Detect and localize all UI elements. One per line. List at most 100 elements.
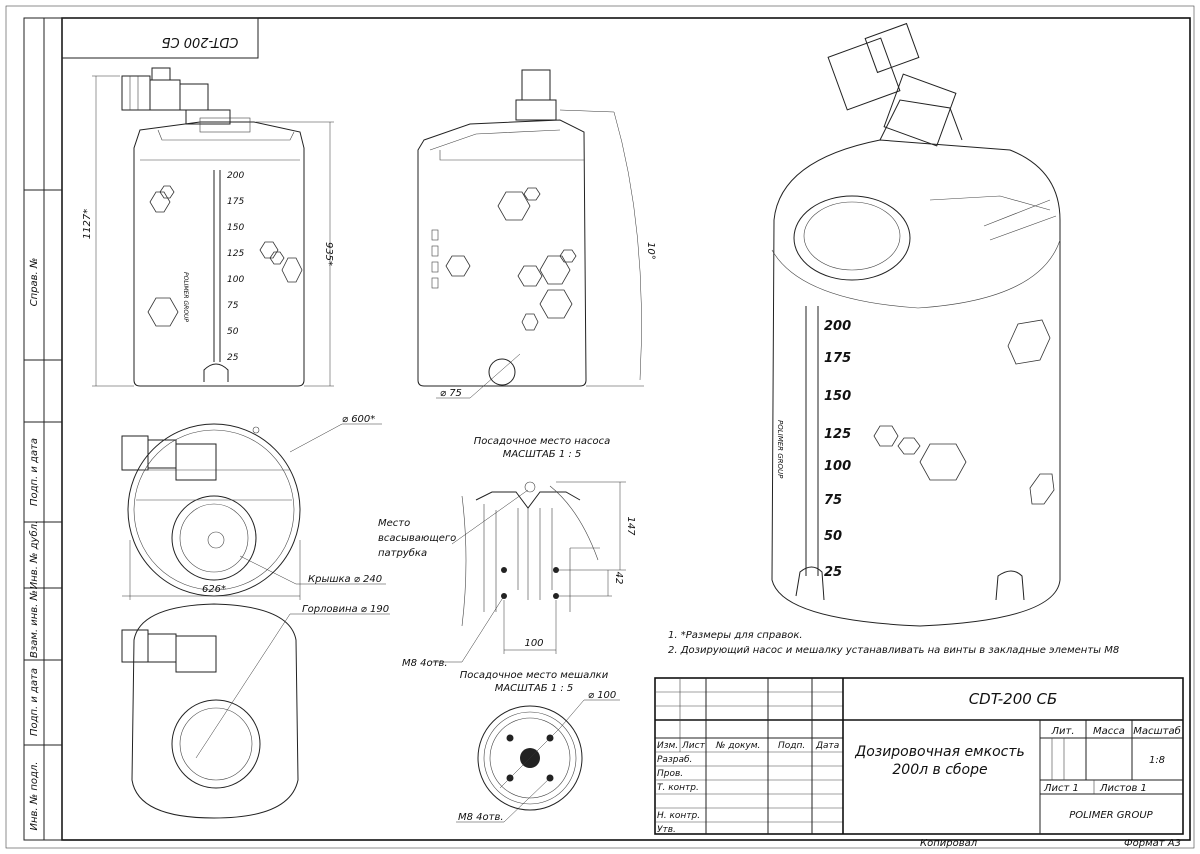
- hex-decor: [873, 425, 899, 447]
- title-block: CDT-200 СБ Дозировочная емкость 200л в с…: [654, 677, 1184, 835]
- tb-format: Формат А3: [1124, 838, 1181, 849]
- mixer-detail-scale: МАСШТАБ 1 : 5: [495, 683, 574, 694]
- tb-prov: Пров.: [657, 769, 683, 779]
- front-scale-100: 100: [227, 275, 244, 285]
- margin-sprav: Справ. №: [29, 258, 40, 307]
- hex-decor: [269, 251, 285, 265]
- front-scale-25: 25: [227, 353, 239, 363]
- dim-height-total: 1127*: [82, 209, 93, 239]
- dim-width-base: 626*: [202, 584, 226, 595]
- top-view-2: Горловина ⌀ 190: [121, 603, 390, 819]
- tb-copied: Копировал: [920, 838, 978, 849]
- stamp-top-left: CDT-200 СБ: [61, 17, 259, 59]
- front-scale-50: 50: [227, 327, 239, 337]
- note-1: 1. *Размеры для справок.: [668, 630, 803, 641]
- pump-detail-title: Посадочное место насоса: [474, 436, 610, 447]
- left-margin-strip: Справ. № Подп. и дата Инв. № дубл. Взам.…: [23, 17, 63, 841]
- hex-decor: [539, 255, 571, 285]
- suction-label-2: всасывающего: [378, 533, 456, 544]
- isometric-view: 200 175 150 125 100 75 50 25 POLIMER GRO…: [771, 22, 1061, 627]
- dim-pump-147: 147: [625, 516, 636, 536]
- front-scale-200: 200: [227, 171, 244, 181]
- hex-decor: [559, 249, 577, 263]
- suction-label-3: патрубка: [378, 547, 427, 559]
- stamp-top-text: CDT-200 СБ: [162, 34, 239, 49]
- hex-decor: [517, 265, 543, 287]
- tb-col-podp: Подп.: [778, 741, 805, 751]
- tb-col-list: Лист: [681, 741, 706, 751]
- iso-scale-175: 175: [824, 351, 851, 366]
- side-view: ⌀ 75 10°: [417, 69, 656, 399]
- front-scale-175: 175: [227, 197, 244, 207]
- mixer-diam: ⌀ 100: [588, 690, 616, 701]
- iso-scale-25: 25: [824, 565, 842, 580]
- pump-detail-scale: МАСШТАБ 1 : 5: [503, 449, 582, 460]
- hex-decor: [259, 241, 279, 259]
- margin-inv-dubl: Инв. № дубл.: [28, 521, 40, 589]
- mixer-bolts: М8 4отв.: [458, 812, 504, 823]
- hex-decor: [497, 191, 531, 221]
- iso-scale-150: 150: [824, 389, 851, 404]
- hex-decor: [523, 187, 541, 201]
- iso-brand: POLIMER GROUP: [776, 420, 784, 479]
- tb-sheets: Листов 1: [1099, 783, 1147, 794]
- tb-massa: Масса: [1093, 726, 1125, 737]
- margin-podp-data-2: Подп. и дата: [29, 668, 40, 736]
- front-scale-75: 75: [227, 301, 239, 311]
- hex-decor: [897, 437, 921, 455]
- dim-neck: Горловина ⌀ 190: [302, 604, 389, 615]
- hex-decor: [919, 443, 967, 481]
- dim-tank-diam: ⌀ 600*: [342, 414, 375, 425]
- dim-angle: 10°: [645, 242, 656, 260]
- dim-pump-100: 100: [524, 638, 543, 649]
- hex-decor: [281, 257, 303, 283]
- tb-col-izm: Изм.: [657, 741, 678, 751]
- front-scale-125: 125: [227, 249, 244, 259]
- front-brand: POLIMER GROUP: [182, 272, 189, 322]
- tb-masshtab: Масштаб: [1133, 725, 1181, 737]
- pump-bolts: М8 4отв.: [402, 658, 448, 669]
- iso-scale-50: 50: [824, 529, 842, 544]
- mixer-seat-detail: Посадочное место мешалки МАСШТАБ 1 : 5 ⌀…: [456, 670, 620, 823]
- hex-decor: [539, 289, 573, 319]
- tb-razrab: Разраб.: [657, 755, 692, 765]
- hex-decor: [1029, 473, 1055, 505]
- tb-t-kontr: Т. контр.: [657, 783, 699, 793]
- hex-decor: [445, 255, 471, 277]
- pump-seat-detail: Посадочное место насоса МАСШТАБ 1 : 5 14…: [378, 436, 636, 669]
- iso-scale-100: 100: [824, 459, 851, 474]
- tb-company: POLIMER GROUP: [1069, 810, 1153, 821]
- iso-scale-75: 75: [824, 493, 842, 508]
- tb-n-kontr: Н. контр.: [657, 811, 700, 821]
- tb-utv: Утв.: [657, 825, 676, 835]
- hex-decor: [159, 185, 175, 199]
- front-scale-150: 150: [227, 223, 244, 233]
- iso-scale-125: 125: [824, 427, 851, 442]
- tb-col-data: Дата: [815, 741, 839, 751]
- tb-lit: Лит.: [1050, 726, 1074, 737]
- tb-designation: CDT-200 СБ: [969, 690, 1058, 708]
- dim-lid: Крышка ⌀ 240: [308, 574, 382, 585]
- dim-pump-42: 42: [613, 572, 624, 585]
- margin-vzam-inv: Взам. инв. №: [29, 590, 40, 658]
- tb-scale-value: 1:8: [1149, 755, 1165, 766]
- note-2: 2. Дозирующий насос и мешалку устанавлив…: [668, 645, 1119, 656]
- tb-col-docum: № докум.: [715, 741, 760, 751]
- margin-podp-data-1: Подп. и дата: [29, 438, 40, 506]
- hex-decor: [521, 313, 539, 331]
- hex-decor: [1007, 319, 1051, 365]
- front-view: 200 175 150 125 100 75 50 25 POLIMER GRO…: [82, 67, 334, 387]
- margin-inv-podl: Инв. № подл.: [29, 762, 40, 831]
- inner-frame: [61, 17, 1191, 841]
- tb-name-1: Дозировочная емкость: [854, 744, 1025, 760]
- tb-name-2: 200л в сборе: [892, 762, 987, 778]
- notes: 1. *Размеры для справок. 2. Дозирующий н…: [668, 630, 1119, 656]
- hex-decor: [149, 191, 171, 213]
- dim-outlet-diam: ⌀ 75: [440, 388, 462, 399]
- dim-height-tank: 935*: [323, 242, 334, 266]
- top-view-1: 626* ⌀ 600* Крышка ⌀ 240: [121, 414, 386, 600]
- hex-decor: [147, 297, 179, 327]
- suction-label-1: Место: [378, 518, 410, 529]
